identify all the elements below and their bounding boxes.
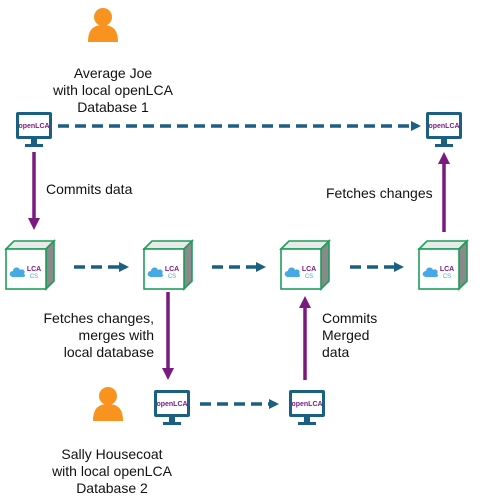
monitor-icon-target-workstation: openLCA <box>426 112 462 147</box>
server-logo-top: LCA <box>27 266 41 273</box>
server-cube-icon-4: LCA CS <box>418 240 468 290</box>
monitor-logo-text: openLCA <box>156 401 187 408</box>
monitor-icon-user1-workstation: openLCA <box>16 112 52 147</box>
fetch-changes-label: Fetches changes <box>326 185 433 201</box>
server-logo-top: LCA <box>165 266 179 273</box>
monitor-logo-text: openLCA <box>18 123 49 130</box>
monitor-icon-user2-workstation: openLCA <box>154 390 190 425</box>
server-logo-bottom: CS <box>443 274 451 280</box>
user2-label: Sally Housecoat with local openLCA Datab… <box>52 446 172 496</box>
server-cube-icon-3: LCA CS <box>280 240 330 290</box>
server-cube-icon-2: LCA CS <box>143 240 193 290</box>
fetch-merge-label: Fetches changes, merges with local datab… <box>43 310 154 360</box>
monitor-logo-text: openLCA <box>291 401 322 408</box>
server-logo-bottom: CS <box>305 274 313 280</box>
person-icon-user2 <box>93 387 123 421</box>
server-cube-icon-1: LCA CS <box>5 240 55 290</box>
user1-label: Average Joe with local openLCA Database … <box>53 65 173 115</box>
server-logo-bottom: CS <box>30 274 38 280</box>
server-logo-top: LCA <box>302 266 316 273</box>
commit-merged-label: Commits Merged data <box>322 310 378 360</box>
server-logo-bottom: CS <box>168 274 176 280</box>
server-logo-top: LCA <box>440 266 454 273</box>
monitor-logo-text: openLCA <box>428 123 459 130</box>
person-icon-user1 <box>88 8 118 42</box>
commit-data-label: Commits data <box>46 181 133 197</box>
monitor-icon-user2-merged-workstation: openLCA <box>289 390 325 425</box>
